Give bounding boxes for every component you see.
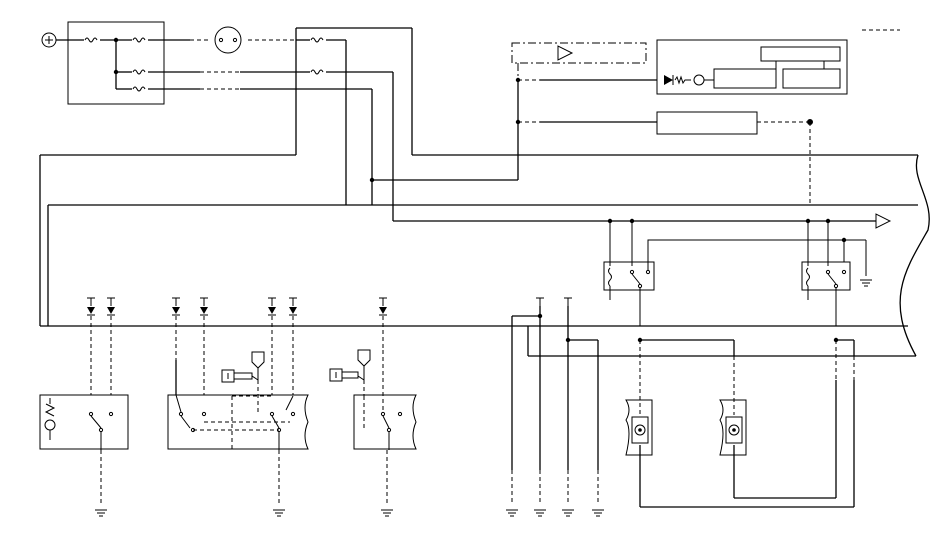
lamp-icon bbox=[214, 26, 242, 54]
motor-icon bbox=[719, 399, 747, 456]
ground-icon bbox=[505, 509, 519, 517]
key-icon bbox=[221, 351, 265, 414]
control-module-dashed bbox=[511, 42, 664, 125]
fuse-group-2 bbox=[39, 28, 393, 326]
control-unit bbox=[656, 39, 848, 95]
plus-terminal-icon bbox=[41, 32, 57, 48]
harness-bundle bbox=[40, 154, 930, 357]
module-box bbox=[656, 111, 758, 135]
key-icon bbox=[329, 349, 384, 412]
ground-icon bbox=[272, 509, 286, 517]
switch-box-3 bbox=[353, 394, 417, 450]
connector-arrow-icon bbox=[875, 213, 892, 229]
ground-icon bbox=[561, 509, 575, 517]
switch-box-2 bbox=[167, 394, 309, 450]
diode-icon bbox=[86, 306, 388, 316]
ground-icon bbox=[380, 509, 394, 517]
relay-icon bbox=[603, 221, 845, 326]
ground-icon bbox=[591, 509, 605, 517]
ground-icon bbox=[859, 279, 873, 287]
motor-icon bbox=[625, 399, 653, 456]
switch-box-1 bbox=[39, 394, 129, 450]
ground-icon bbox=[533, 509, 547, 517]
fuse-icon bbox=[56, 37, 200, 92]
ground-icon bbox=[94, 509, 108, 517]
relay-icon bbox=[801, 221, 851, 326]
